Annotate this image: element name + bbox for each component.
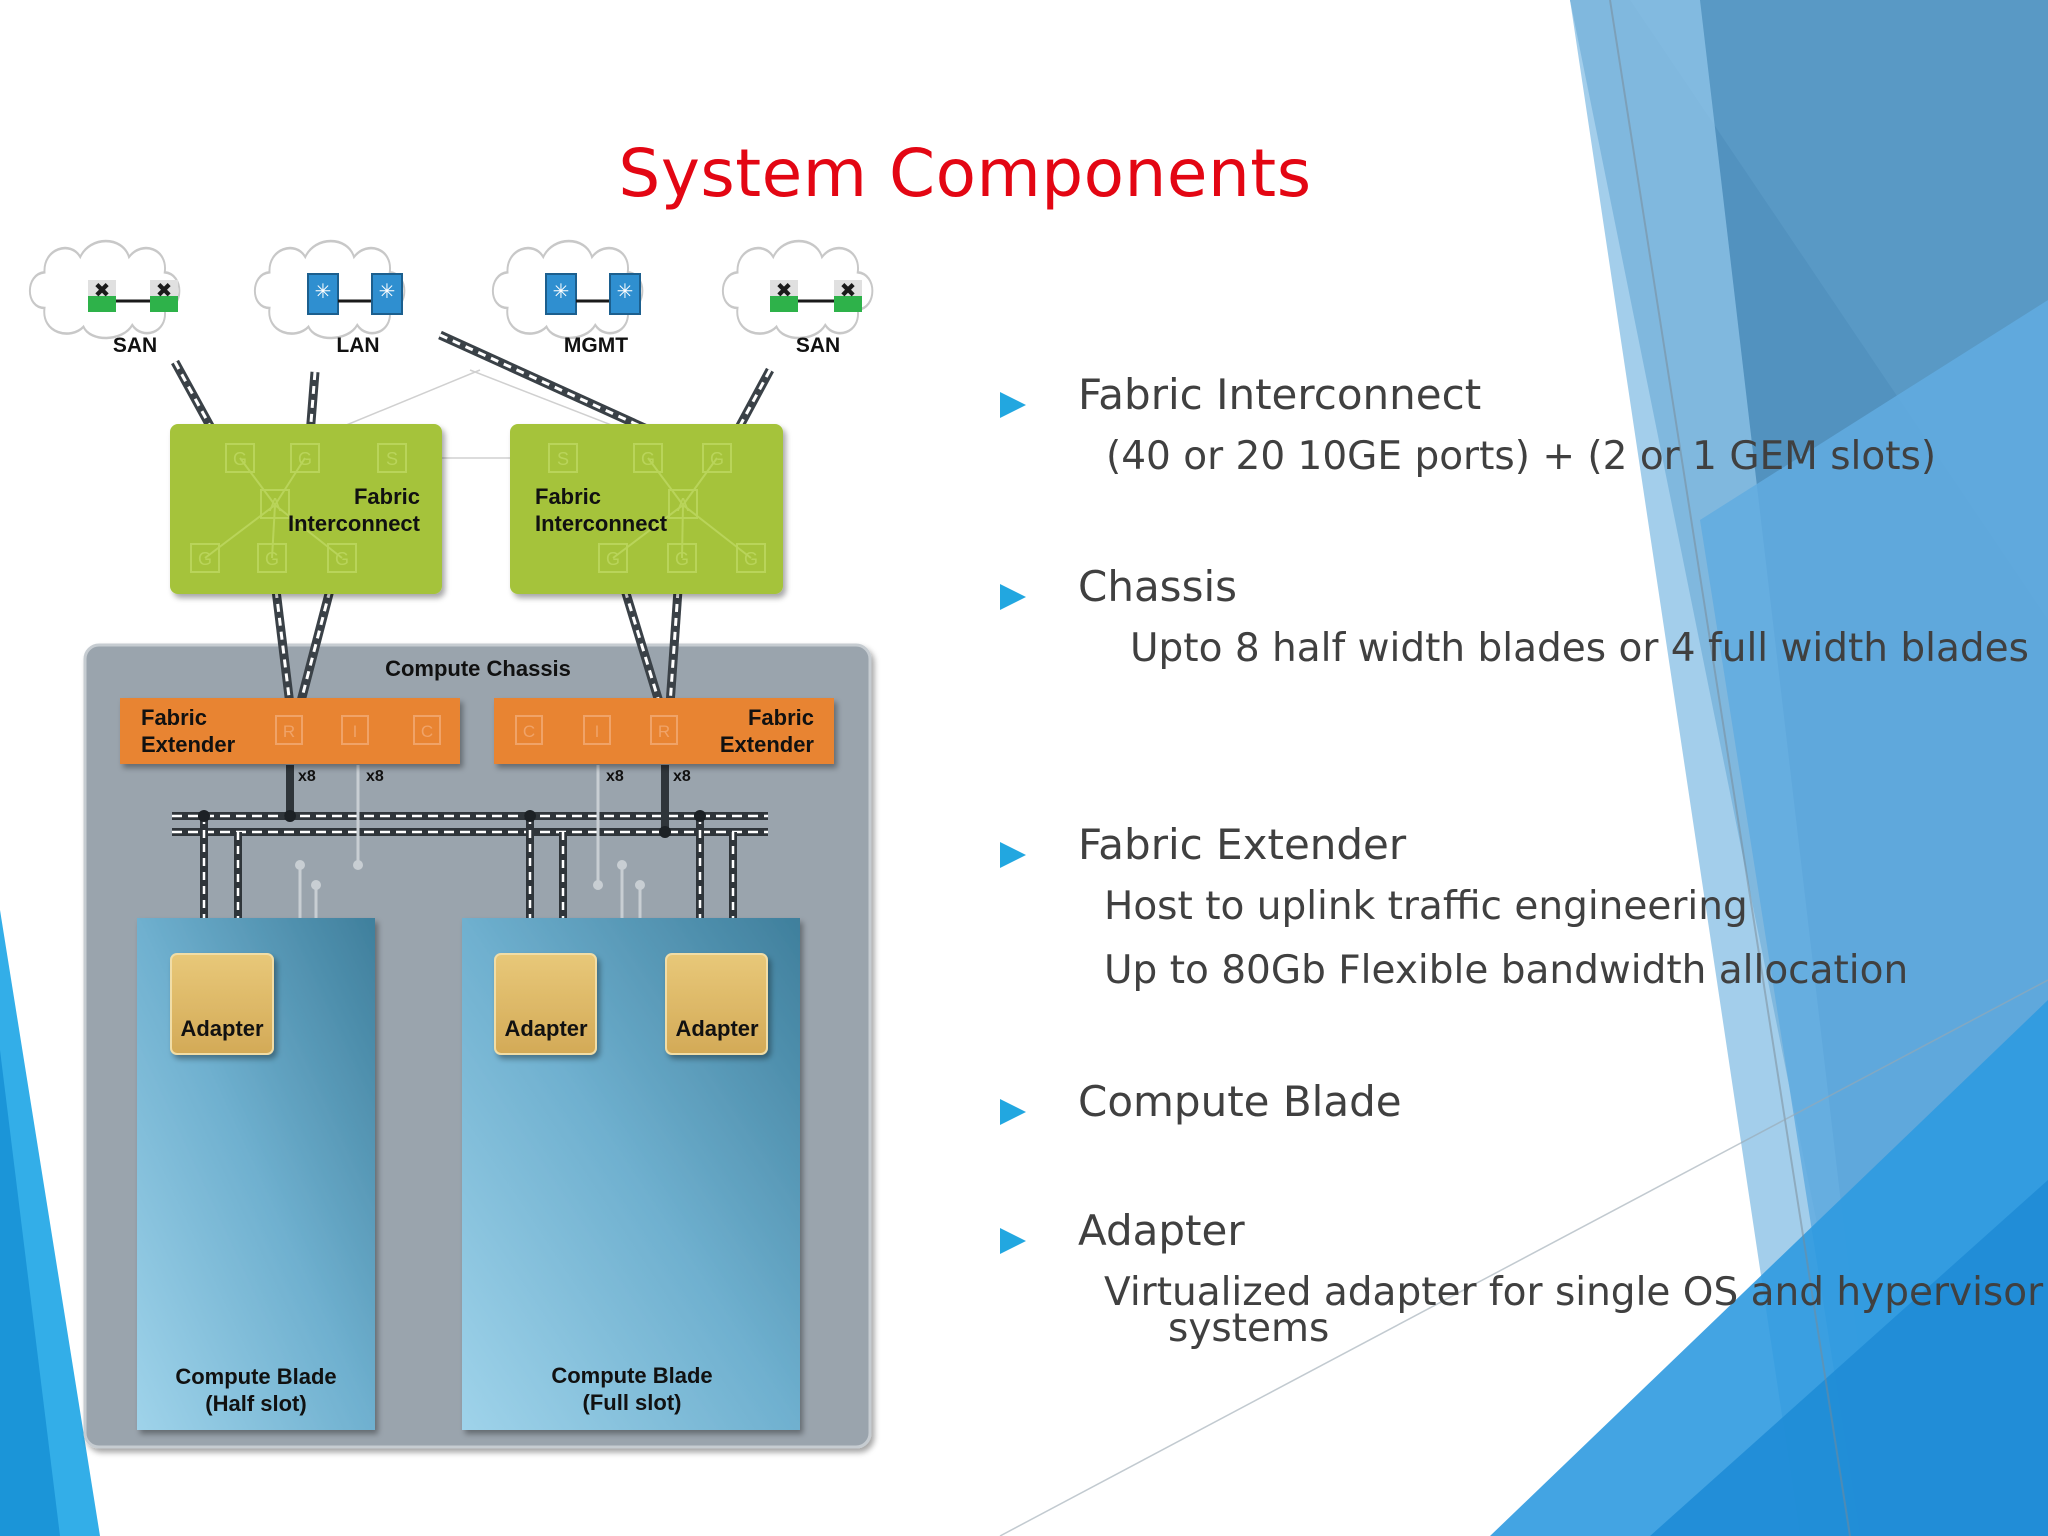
svg-text:✖: ✖ (840, 278, 857, 302)
cloud-mgmt: ✳ ✳ MGMT (491, 239, 644, 357)
port-label: A (269, 495, 281, 515)
fabric-extender-left: R I C Fabric Extender (120, 698, 460, 764)
slide-title: System Components (618, 135, 1312, 212)
bullet-heading: Fabric Interconnect (1078, 370, 1482, 419)
bullet-detail: (40 or 20 10GE ports) + (2 or 1 GEM slot… (1106, 434, 1937, 479)
link-label: x8 (606, 768, 624, 785)
link-label: x8 (298, 768, 316, 785)
blade-full-line1: Compute Blade (551, 1363, 712, 1388)
bullet-heading: Compute Blade (1078, 1077, 1402, 1126)
adapter-label: Adapter (675, 1016, 759, 1041)
port-label: S (386, 449, 398, 469)
svg-text:✖: ✖ (156, 278, 173, 302)
port-label: C (523, 722, 535, 741)
fabric-extender-right: C I R Fabric Extender (494, 698, 834, 764)
port-label: G (675, 549, 689, 569)
fi-left-line1: Fabric (354, 484, 420, 509)
port-label: R (283, 722, 295, 741)
blade-half-line1: Compute Blade (175, 1364, 336, 1389)
port-label: C (421, 722, 433, 741)
svg-text:✳: ✳ (553, 279, 570, 303)
svg-text:✳: ✳ (617, 279, 634, 303)
port-label: G (606, 549, 620, 569)
link-label: x8 (366, 768, 384, 785)
port-label: I (353, 722, 358, 741)
port-label: A (677, 495, 689, 515)
triangle-bullet-icon (1000, 584, 1026, 610)
compute-blade-full: Adapter Adapter Compute Blade (Full slot… (462, 918, 800, 1430)
bullet-detail: Virtualized adapter for single OS and hy… (1104, 1270, 2044, 1315)
chassis-label: Compute Chassis (385, 656, 571, 681)
bullet-detail: Up to 80Gb Flexible bandwidth allocation (1104, 948, 1909, 993)
bullet-detail: Host to uplink traffic engineering (1104, 884, 1748, 929)
cloud-san-right: ✖ ✖ SAN (721, 239, 874, 357)
fex-right-line2: Extender (720, 732, 815, 757)
port-label: G (233, 449, 247, 469)
port-label: G (198, 549, 212, 569)
triangle-bullet-icon (1000, 842, 1026, 868)
fex-left-line2: Extender (141, 732, 236, 757)
blade-full-line2: (Full slot) (583, 1390, 682, 1415)
svg-text:✳: ✳ (315, 279, 332, 303)
port-label: G (744, 549, 758, 569)
link-label: x8 (673, 768, 691, 785)
cloud-lan: ✳ ✳ LAN (253, 239, 406, 357)
triangle-bullet-icon (1000, 392, 1026, 418)
fi-right-line2: Interconnect (535, 511, 668, 536)
svg-text:✖: ✖ (94, 278, 111, 302)
fex-left-line1: Fabric (141, 705, 207, 730)
port-label: S (557, 449, 569, 469)
port-label: G (710, 449, 724, 469)
cloud-label: SAN (796, 334, 840, 357)
cloud-san-left: ✖ ✖ SAN (28, 239, 181, 357)
adapter-label: Adapter (180, 1016, 264, 1041)
fabric-interconnect-right: S G G A G G G Fabric Interconnect (510, 424, 783, 594)
compute-blade-half: Adapter Compute Blade (Half slot) (137, 918, 375, 1430)
bullet-detail: systems (1168, 1306, 1330, 1351)
fabric-interconnect-left: G G S A G G G Fabric Interconnect (170, 424, 442, 594)
port-label: I (595, 722, 600, 741)
svg-text:✳: ✳ (379, 279, 396, 303)
port-label: G (298, 449, 312, 469)
triangle-bullet-icon (1000, 1099, 1026, 1125)
port-label: R (658, 722, 670, 741)
cloud-label: MGMT (564, 334, 628, 357)
fi-left-line2: Interconnect (288, 511, 421, 536)
triangle-bullet-icon (1000, 1228, 1026, 1254)
cloud-label: LAN (336, 334, 379, 357)
bullet-heading: Fabric Extender (1078, 820, 1407, 869)
bullet-heading: Chassis (1078, 562, 1237, 611)
bullet-detail: Upto 8 half width blades or 4 full width… (1130, 626, 2029, 671)
svg-text:✖: ✖ (776, 278, 793, 302)
port-label: G (265, 549, 279, 569)
cloud-label: SAN (113, 334, 157, 357)
port-label: G (335, 549, 349, 569)
port-label: G (641, 449, 655, 469)
fi-right-line1: Fabric (535, 484, 601, 509)
adapter-label: Adapter (504, 1016, 588, 1041)
fex-right-line1: Fabric (748, 705, 814, 730)
bullet-heading: Adapter (1078, 1206, 1245, 1255)
blade-half-line2: (Half slot) (205, 1391, 306, 1416)
